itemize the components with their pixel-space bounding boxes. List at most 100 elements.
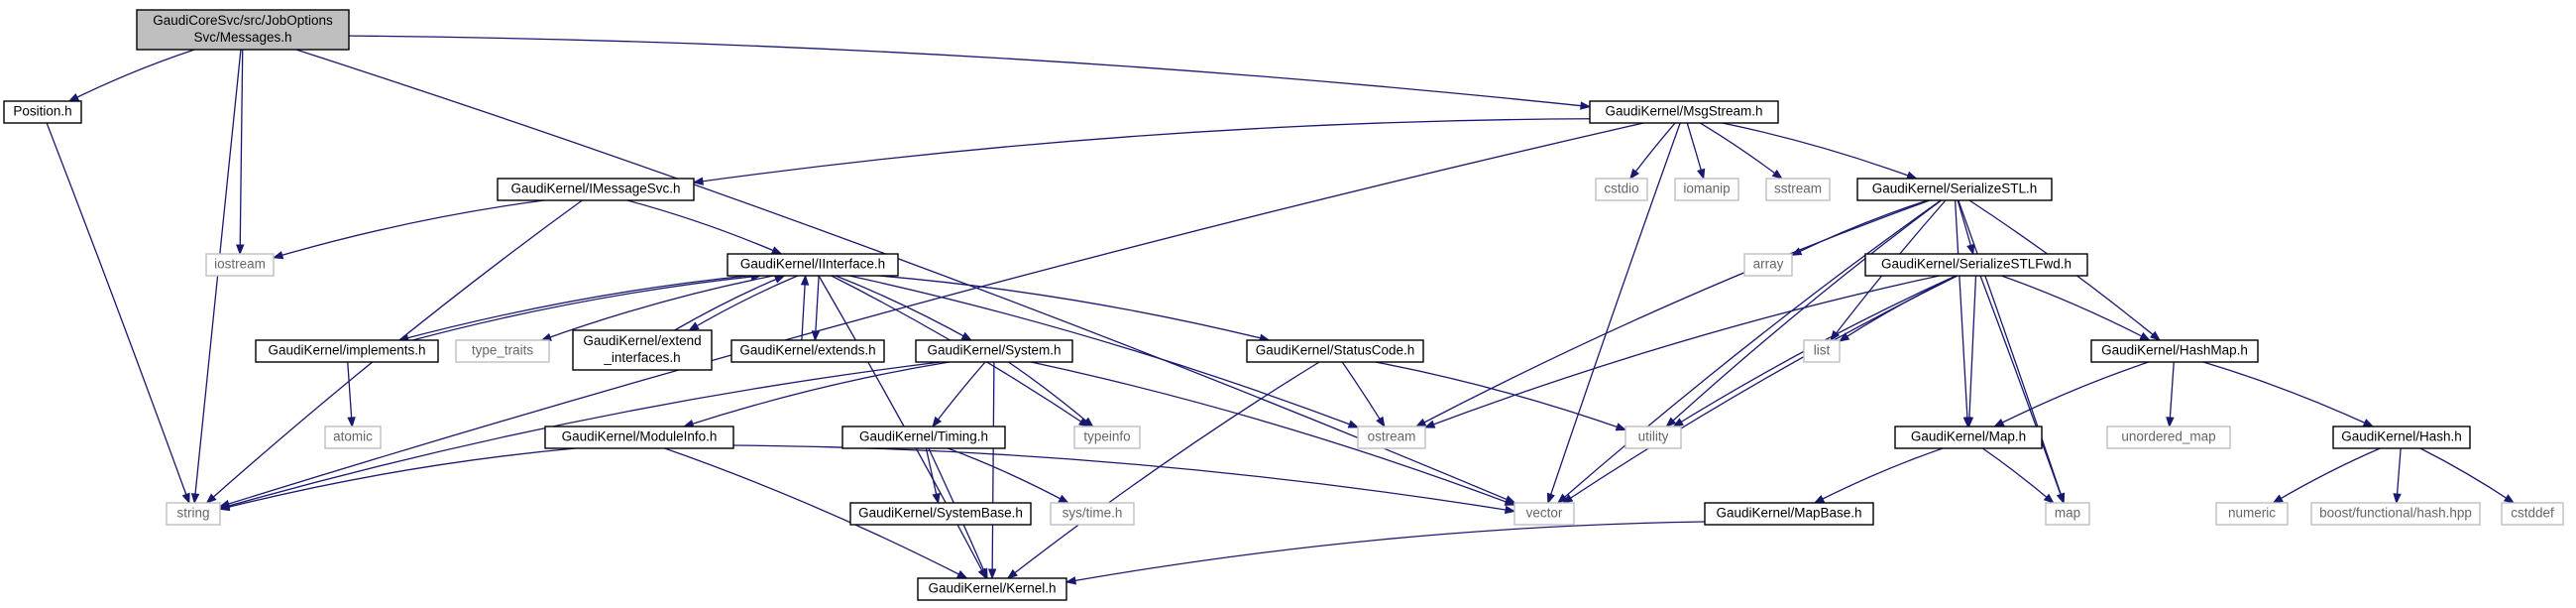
arrowhead-icon [1615, 423, 1627, 431]
edge-line [818, 275, 987, 579]
node-unordered_map: unordered_map [2106, 426, 2231, 449]
node-box [136, 9, 350, 51]
edge-imessagesvc-to-iinterface [626, 199, 783, 255]
edge-line [689, 275, 799, 331]
node-label: iostream [214, 257, 266, 272]
node-systembase[interactable]: GaudiKernel/SystemBase.h [849, 502, 1032, 526]
node-box [324, 426, 382, 449]
node-hashmap[interactable]: GaudiKernel/HashMap.h [2090, 339, 2259, 363]
node-box [1050, 502, 1135, 526]
node-label: ostream [1368, 429, 1416, 444]
node-label: array [1753, 257, 1784, 272]
node-label: GaudiKernel/extend [583, 333, 701, 348]
arrowhead-icon [2503, 494, 2516, 504]
node-extends[interactable]: GaudiKernel/extends.h [730, 339, 885, 363]
node-typeinfo: typeinfo [1073, 426, 1141, 449]
node-box [1765, 178, 1831, 201]
arrowhead-icon [1580, 101, 1592, 110]
arrowhead-icon [1906, 171, 1918, 180]
edge-line [239, 49, 244, 255]
arrowhead-icon [1790, 247, 1803, 256]
node-serializestl[interactable]: GaudiKernel/SerializeSTL.h [1856, 178, 2053, 201]
node-serializestlfwd[interactable]: GaudiKernel/SerializeSTLFwd.h [1864, 253, 2088, 277]
edge-line [219, 447, 576, 511]
node-msgstream[interactable]: GaudiKernel/MsgStream.h [1589, 100, 1779, 124]
arrowhead-icon [1672, 418, 1684, 427]
edge-line [1415, 199, 1931, 427]
node-timing[interactable]: GaudiKernel/Timing.h [841, 426, 1006, 449]
arrowhead-icon [1813, 494, 1826, 504]
arrowhead-icon [1697, 168, 1706, 181]
node-box [255, 339, 439, 363]
node-label: boost/functional/hash.hpp [2319, 506, 2472, 521]
node-label: utility [1638, 429, 1669, 444]
node-imessagesvc[interactable]: GaudiKernel/IMessageSvc.h [497, 178, 695, 201]
edge-line [2202, 361, 2374, 427]
node-position[interactable]: Position.h [3, 100, 82, 124]
edge-serializestlfwd-to-map [1979, 275, 2065, 505]
edge-line [68, 49, 195, 102]
node-kernel[interactable]: GaudiKernel/Kernel.h [917, 577, 1067, 601]
node-moduleinfo[interactable]: GaudiKernel/ModuleInfo.h [544, 426, 734, 449]
arrowhead-icon [2149, 330, 2162, 341]
node-iostream: iostream [205, 253, 275, 277]
edge-line [693, 118, 1591, 183]
edge-serializestlfwd-to-map_h [1964, 275, 1977, 428]
arrowhead-icon [1376, 416, 1386, 428]
node-messages[interactable]: GaudiCoreSvc/src/JobOptionsSvc/Messages.… [136, 9, 350, 51]
edge-serializestl-to-vector [1556, 199, 1942, 504]
node-label: Svc/Messages.h [193, 30, 291, 45]
arrowhead-icon [1665, 417, 1677, 427]
node-box [1743, 253, 1793, 277]
node-map_h[interactable]: GaudiKernel/Map.h [1894, 426, 2043, 449]
arrowhead-icon [770, 246, 783, 255]
node-cstdio: cstdio [1595, 178, 1648, 201]
edge-serializestl-to-map [1958, 199, 2066, 505]
edge-line [1722, 122, 1917, 180]
edge-line [1629, 122, 1676, 180]
node-iinterface[interactable]: GaudiKernel/IInterface.h [727, 253, 899, 277]
node-box [572, 329, 713, 371]
arrowhead-icon [1058, 494, 1069, 504]
node-implements[interactable]: GaudiKernel/implements.h [255, 339, 439, 363]
edge-line [801, 275, 807, 341]
edge-extends-to-iinterface [800, 274, 810, 341]
node-type_traits: type_traits [455, 339, 550, 363]
arrowhead-icon [1966, 243, 1975, 256]
node-hash[interactable]: GaudiKernel/Hash.h [2332, 426, 2471, 449]
edge-line [948, 447, 1069, 504]
node-iomanip: iomanip [1674, 178, 1739, 201]
node-vector: vector [1513, 502, 1575, 526]
node-system[interactable]: GaudiKernel/System.h [915, 339, 1073, 363]
node-box [849, 502, 1032, 526]
edge-hash-to-cstddef [2419, 447, 2516, 504]
node-mapbase[interactable]: GaudiKernel/MapBase.h [1704, 502, 1874, 526]
edge-messages-to-position [67, 49, 195, 102]
node-box [1856, 178, 2053, 201]
node-label: GaudiKernel/Map.h [1911, 429, 2026, 444]
edge-line [664, 447, 967, 579]
edge-serializestl-to-utility [1665, 199, 1943, 427]
node-box [1595, 178, 1648, 201]
edge-moduleinfo-to-kernel [664, 447, 968, 579]
arrowhead-icon [67, 93, 80, 102]
arrowhead-icon [2362, 419, 2375, 427]
edge-line [1954, 199, 1969, 427]
edge-msgstream-to-serializestl [1722, 122, 1918, 180]
arrowhead-icon [236, 244, 245, 256]
edge-line [1994, 361, 2149, 427]
node-statuscode[interactable]: GaudiKernel/StatusCode.h [1246, 339, 1424, 363]
node-label: GaudiKernel/MsgStream.h [1605, 104, 1762, 119]
node-extend_interfaces[interactable]: GaudiKernel/extend_interfaces.h [572, 329, 713, 371]
edge-line [1814, 447, 1944, 504]
edge-line [412, 275, 761, 341]
arrowhead-icon [773, 275, 786, 284]
node-box [2332, 426, 2471, 449]
node-label: cstdio [1604, 182, 1638, 196]
node-map: map [2045, 502, 2090, 526]
edge-line [835, 275, 972, 341]
edge-system-to-typeinfo [1008, 361, 1094, 427]
edge-imessagesvc-to-iostream [272, 199, 545, 260]
edges-layer [46, 35, 2516, 585]
edge-line [1967, 275, 1977, 427]
